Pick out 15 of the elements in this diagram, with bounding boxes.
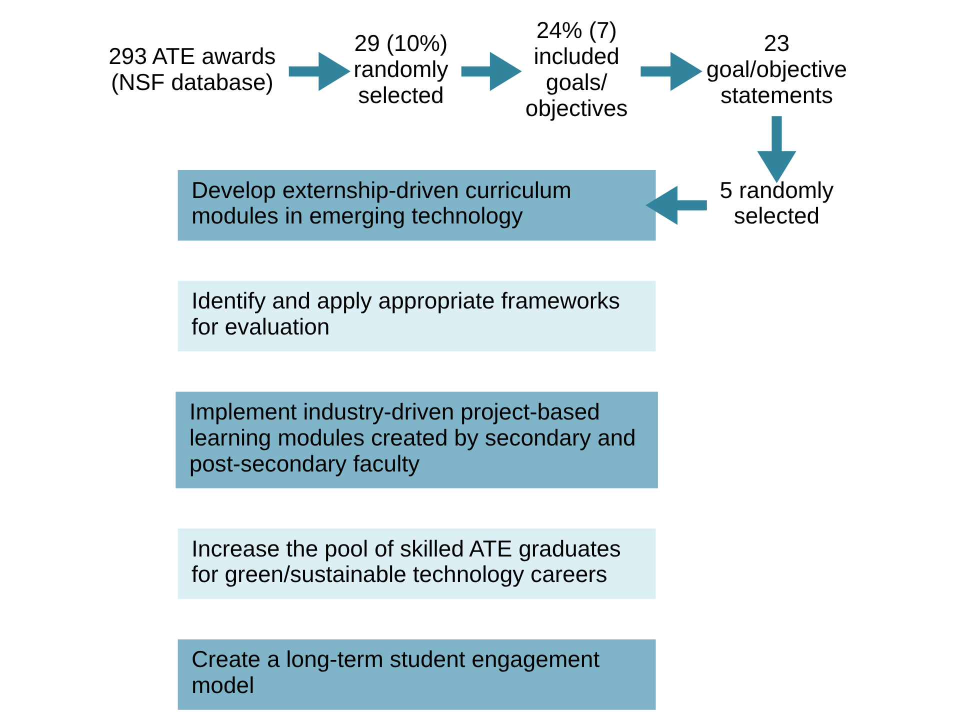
node-box: Increase the pool of skilled ATE graduates for green/sustainable technology careers: [178, 528, 656, 600]
node-text: 24% (7) included goals/ objectives: [525, 17, 628, 121]
node-text: 5 randomly selected: [720, 176, 834, 229]
arrow: [645, 186, 707, 225]
node-text: 293 ATE awards (NSF database): [108, 42, 276, 95]
arrow: [461, 52, 522, 91]
arrow: [757, 116, 796, 184]
node-box: Implement industry-driven project-based learning modules created by secondary and post-secondary faculty: [176, 392, 658, 488]
node-text: 23 goal/objective statements: [706, 30, 848, 108]
node-text: 29 (10%) randomly selected: [354, 30, 448, 108]
arrow: [288, 52, 351, 91]
node-box: Identify and apply appropriate frameworks for evaluation: [178, 280, 656, 352]
arrow: [640, 52, 702, 91]
node-box: Develop externship-driven curriculum modules in emerging technology: [178, 170, 656, 241]
node-box: Create a long-term student engagement model: [178, 639, 656, 710]
